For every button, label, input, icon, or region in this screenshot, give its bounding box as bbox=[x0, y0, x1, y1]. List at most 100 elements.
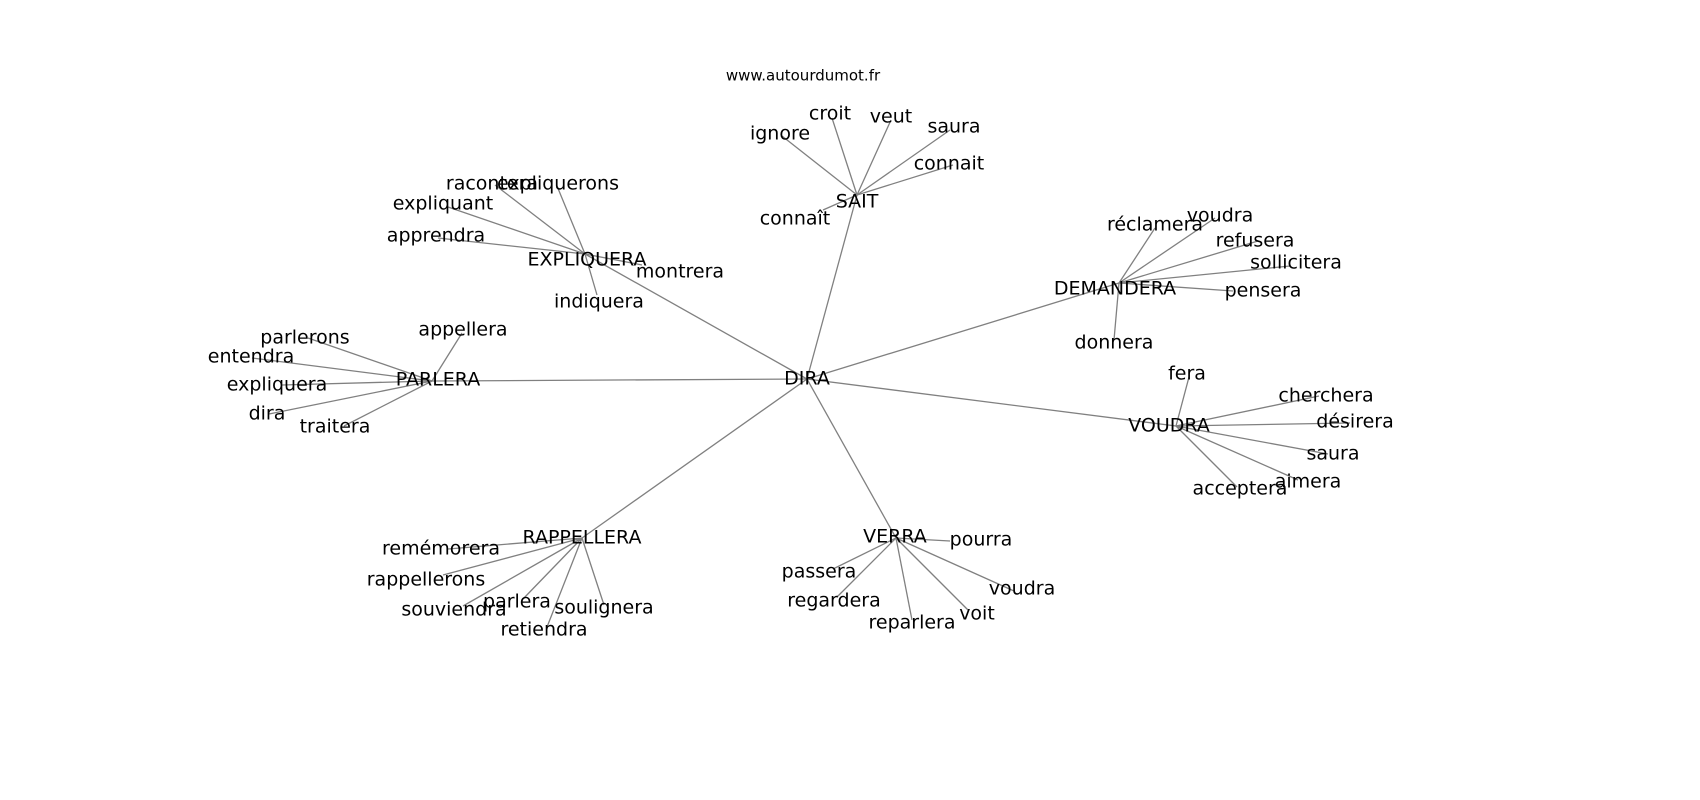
edge-rappellera-rememorera bbox=[447, 537, 583, 550]
edge-expliquera-montrera bbox=[584, 253, 643, 266]
edge-expliquera-racontera bbox=[494, 184, 586, 255]
edge-sait-veut bbox=[856, 119, 892, 196]
edge-dira-voudra bbox=[806, 378, 1177, 427]
node-leaf-parlera-expliquera: expliquera bbox=[227, 374, 327, 396]
edge-dira-verra bbox=[806, 378, 897, 539]
edge-verra-voit bbox=[895, 537, 969, 611]
node-leaf-expliquera-montrera: montrera bbox=[636, 261, 724, 283]
node-leaf-parlera-entendra: entendra bbox=[208, 346, 294, 368]
edge-parlera-dira bbox=[268, 380, 433, 415]
edge-voudra-acceptera bbox=[1175, 425, 1238, 488]
edge-demandera-refusera bbox=[1118, 240, 1259, 284]
edge-demandera-voudra bbox=[1118, 217, 1216, 284]
node-leaf-sait-saura: saura bbox=[927, 116, 980, 138]
node-center-dira: DIRA bbox=[784, 368, 830, 390]
node-leaf-sait-connait: connaît bbox=[760, 208, 831, 230]
node-leaf-expliquera-racontera: racontera bbox=[446, 173, 538, 195]
edge-verra-voudra bbox=[895, 537, 1015, 592]
node-leaf-verra-voit: voit bbox=[959, 603, 995, 625]
edge-dira-expliquera bbox=[584, 253, 808, 380]
edge-parlera-entendra bbox=[251, 357, 433, 382]
node-group-sait: SAIT bbox=[836, 191, 879, 213]
node-leaf-voudra-fera: fera bbox=[1168, 363, 1206, 385]
node-leaf-verra-reparlera: reparlera bbox=[868, 612, 955, 634]
edge-parlera-expliquera bbox=[281, 380, 433, 386]
node-leaf-sait-veut: veut bbox=[870, 106, 912, 128]
node-leaf-voudra-saura: saura bbox=[1306, 443, 1359, 465]
edge-voudra-aimera bbox=[1175, 425, 1299, 481]
edge-rappellera-souviendra bbox=[462, 537, 583, 607]
node-leaf-rappellera-rememorera: remémorera bbox=[382, 538, 500, 560]
node-leaf-verra-passera: passera bbox=[782, 561, 857, 583]
edge-parlera-parlerons bbox=[307, 337, 433, 382]
node-leaf-parlera-traitera: traitera bbox=[300, 416, 371, 438]
edge-dira-demandera bbox=[806, 282, 1120, 380]
node-group-demandera: DEMANDERA bbox=[1054, 278, 1176, 300]
edge-expliquera-apprendra bbox=[437, 237, 586, 255]
node-leaf-rappellera-soulignera: soulignera bbox=[554, 597, 653, 619]
edge-rappellera-parlera bbox=[522, 537, 583, 600]
edge-expliquera-expliquant bbox=[447, 206, 586, 255]
edge-verra-pourra bbox=[895, 537, 951, 542]
edge-parlera-traitera bbox=[343, 380, 433, 427]
edge-expliquera-indiquera bbox=[584, 253, 598, 296]
edge-dira-parlera bbox=[431, 378, 808, 382]
edge-sait-connait bbox=[822, 194, 858, 211]
graph-edges bbox=[251, 117, 1351, 628]
node-leaf-voudra-acceptera: acceptera bbox=[1193, 478, 1288, 500]
node-leaf-demandera-voudra: voudra bbox=[1187, 205, 1253, 227]
node-leaf-parlera-dira: dira bbox=[249, 403, 286, 425]
edge-verra-reparlera bbox=[895, 537, 913, 621]
edge-dira-rappellera bbox=[581, 378, 808, 539]
node-leaf-expliquera-expliquant: expliquant bbox=[393, 193, 493, 215]
node-leaf-verra-regardera: regardera bbox=[787, 590, 880, 612]
edge-demandera-donnera bbox=[1113, 282, 1120, 341]
node-leaf-rappellera-parlera: parlera bbox=[483, 591, 551, 613]
edge-demandera-sollicitera bbox=[1118, 265, 1291, 284]
node-leaf-parlera-parlerons: parlerons bbox=[260, 327, 349, 349]
node-leaf-parlera-appellera: appellera bbox=[418, 319, 507, 341]
edge-verra-regardera bbox=[836, 537, 897, 598]
edge-demandera-reclamera bbox=[1118, 227, 1156, 284]
edge-dira-sait bbox=[806, 194, 858, 380]
node-leaf-demandera-refusera: refusera bbox=[1216, 230, 1295, 252]
edge-rappellera-rappellerons bbox=[442, 537, 583, 576]
node-leaf-demandera-pensera: pensera bbox=[1225, 280, 1302, 302]
node-group-voudra: VOUDRA bbox=[1128, 415, 1210, 437]
node-leaf-rappellera-rappellerons: rappellerons bbox=[367, 569, 485, 591]
node-leaf-voudra-cherchera: cherchera bbox=[1278, 385, 1373, 407]
edge-expliquera-expliquerons bbox=[556, 185, 586, 255]
edge-sait-croit bbox=[831, 117, 858, 196]
node-leaf-expliquera-expliquerons: expliquerons bbox=[497, 173, 619, 195]
site-url[interactable]: www.autourdumot.fr bbox=[726, 67, 881, 85]
edge-rappellera-soulignera bbox=[581, 537, 605, 606]
node-group-expliquera: EXPLIQUERA bbox=[528, 249, 647, 271]
node-group-verra: VERRA bbox=[863, 526, 927, 548]
edge-demandera-pensera bbox=[1118, 282, 1234, 292]
node-leaf-rappellera-retiendra: retiendra bbox=[500, 619, 587, 641]
node-leaf-demandera-sollicitera: sollicitera bbox=[1250, 252, 1342, 274]
node-leaf-voudra-aimera: aimera bbox=[1275, 471, 1342, 493]
edge-voudra-desirera bbox=[1175, 422, 1351, 427]
node-group-rappellera: RAPPELLERA bbox=[523, 527, 642, 549]
node-leaf-verra-pourra: pourra bbox=[950, 529, 1013, 551]
edge-voudra-cherchera bbox=[1175, 395, 1320, 427]
node-leaf-voudra-desirera: désirera bbox=[1316, 411, 1393, 433]
edge-sait-ignore bbox=[781, 135, 858, 196]
edge-parlera-appellera bbox=[431, 332, 463, 382]
node-leaf-verra-voudra: voudra bbox=[989, 578, 1055, 600]
edge-voudra-fera bbox=[1175, 376, 1190, 427]
edge-voudra-saura bbox=[1175, 425, 1329, 455]
node-leaf-demandera-donnera: donnera bbox=[1075, 332, 1154, 354]
node-leaf-rappellera-souviendra: souviendra bbox=[401, 599, 506, 621]
node-leaf-demandera-reclamera: réclamera bbox=[1107, 214, 1203, 236]
edge-rappellera-retiendra bbox=[546, 537, 583, 628]
node-leaf-expliquera-indiquera: indiquera bbox=[554, 291, 644, 313]
node-leaf-expliquera-apprendra: apprendra bbox=[387, 225, 485, 247]
edge-sait-saura bbox=[856, 129, 951, 196]
node-group-parlera: PARLERA bbox=[396, 369, 480, 391]
node-leaf-sait-ignore: ignore bbox=[750, 123, 810, 145]
node-leaf-sait-connait: connait bbox=[914, 153, 985, 175]
